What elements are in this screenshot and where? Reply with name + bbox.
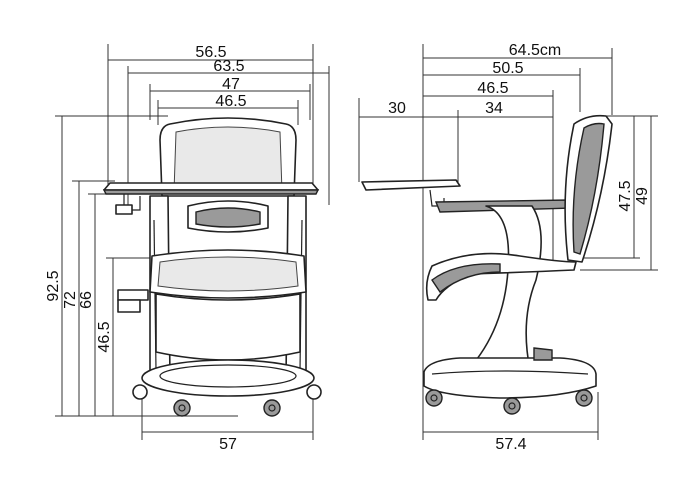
front-height-label-1: 92.5 [45, 270, 62, 301]
front-labels: 56.5 63.5 47 46.5 92.5 72 66 46.5 57 [45, 44, 247, 453]
front-width-label-4: 46.5 [215, 93, 246, 110]
front-dimension-lines [55, 44, 330, 440]
side-chair-drawing [361, 114, 613, 415]
front-height-label-2: 72 [62, 291, 79, 309]
side-back-label-1: 47.5 [617, 180, 634, 211]
side-base-label: 57.4 [495, 436, 526, 453]
side-dimension-lines [358, 44, 658, 440]
side-labels: 64.5cm 50.5 46.5 34 30 47.5 49 57.4 [388, 42, 651, 453]
side-depth-label-3: 46.5 [477, 80, 508, 97]
side-depth-label-2: 50.5 [492, 60, 523, 77]
front-width-label-2: 63.5 [213, 58, 244, 75]
side-depth-label-1: 64.5cm [509, 42, 561, 59]
side-depth-label-4: 34 [485, 100, 503, 117]
front-height-label-3: 66 [78, 291, 95, 309]
front-base-label: 57 [219, 436, 237, 453]
front-width-label-3: 47 [222, 76, 240, 93]
side-tablet-label: 30 [388, 100, 406, 117]
front-width-label-1: 56.5 [195, 44, 226, 61]
front-chair-drawing [102, 117, 322, 417]
side-back-label-2: 49 [634, 187, 651, 205]
front-height-label-4: 46.5 [96, 321, 113, 352]
